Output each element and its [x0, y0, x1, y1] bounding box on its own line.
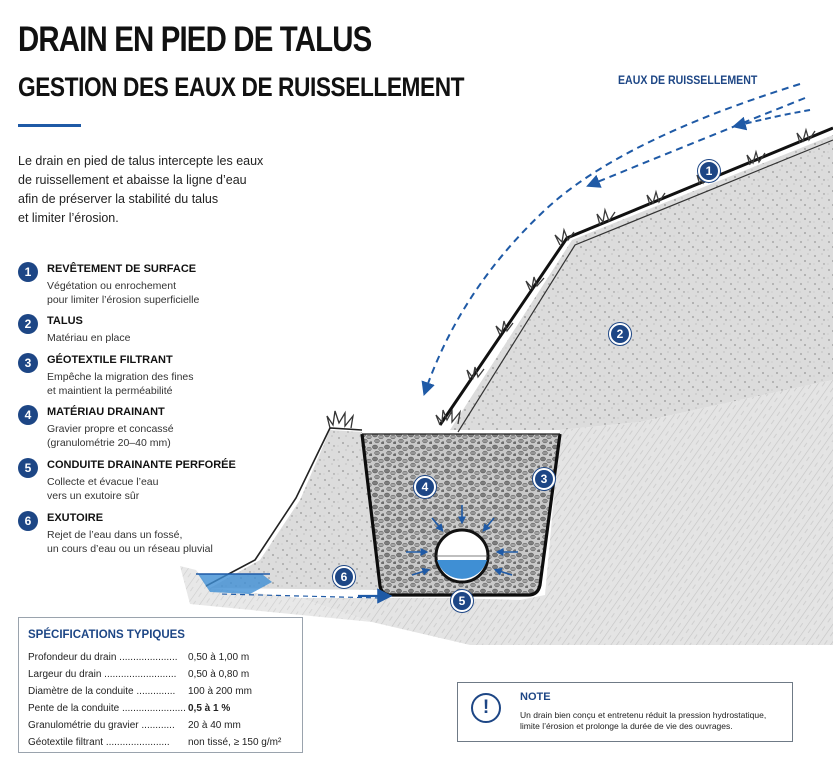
title-rule — [18, 124, 81, 127]
spec-value: 0,50 à 0,80 m — [188, 669, 250, 680]
page-subtitle: GESTION DES EAUX DE RUISSELLEMENT — [18, 72, 465, 102]
talus-body — [450, 135, 833, 430]
legend-desc-line: vers un exutoire sûr — [47, 490, 140, 502]
intro-text: Le drain en pied de talus intercepte les… — [18, 152, 298, 228]
pipe-inflow-arrows — [406, 505, 518, 576]
natural-ground — [300, 380, 833, 645]
legend-title: GÉOTEXTILE FILTRANT — [47, 354, 173, 366]
intro-line: afin de préserver la stabilité du talus — [18, 192, 219, 206]
legend-desc-line: et maintient la perméabilité — [47, 385, 173, 397]
legend-number: 6 — [18, 511, 38, 531]
intro-line: de ruissellement et abaisse la ligne d’e… — [18, 173, 247, 187]
intro-line: et limiter l’érosion. — [18, 211, 119, 225]
spec-label: Géotextile filtrant ....................… — [28, 737, 170, 748]
specs-box: SPÉCIFICATIONS TYPIQUES Profondeur du dr… — [18, 617, 303, 753]
spec-label: Granulométrie du gravier ............ — [28, 720, 175, 731]
intro-line: Le drain en pied de talus intercepte les… — [18, 154, 264, 168]
spec-value: non tissé, ≥ 150 g/m² — [188, 737, 282, 748]
left-berm-edge — [205, 427, 363, 587]
legend-number: 1 — [18, 262, 38, 282]
legend-desc-line: Végétation ou enrochement — [47, 280, 177, 292]
note-line: Un drain bien conçu et entretenu réduit … — [520, 710, 767, 720]
page-title: DRAIN EN PIED DE TALUS — [18, 20, 372, 59]
lower-ground-left — [180, 566, 372, 622]
specs-title: SPÉCIFICATIONS TYPIQUES — [28, 629, 185, 641]
diagram-badge-6: 6 — [333, 566, 355, 588]
legend-title: EXUTOIRE — [47, 512, 104, 524]
spec-label: Profondeur du drain ....................… — [28, 652, 178, 663]
legend-number: 2 — [18, 314, 38, 334]
legend-title: TALUS — [47, 315, 83, 327]
legend-desc-line: Collecte et évacue l’eau — [47, 476, 159, 488]
legend-desc: Matériau en place — [47, 331, 130, 345]
legend-desc-line: un cours d’eau ou un réseau pluvial — [47, 543, 213, 555]
note-text: Un drain bien conçu et entretenu réduit … — [520, 710, 788, 732]
legend-number: 3 — [18, 353, 38, 373]
talus-inner-line — [457, 139, 833, 433]
berm-grass — [326, 410, 355, 429]
legend-title: MATÉRIAU DRAINANT — [47, 406, 165, 418]
left-berm — [210, 430, 382, 590]
legend-desc-line: Matériau en place — [47, 332, 131, 344]
legend-number: 5 — [18, 458, 38, 478]
spec-label: Pente de la conduite ...................… — [28, 703, 186, 714]
legend-desc-line: pour limiter l’érosion superficielle — [47, 294, 200, 306]
legend-desc-line: Rejet de l’eau dans un fossé, — [47, 529, 183, 541]
legend-desc-line: Empêche la migration des fines — [47, 371, 194, 383]
note-line: limite l’érosion et prolonge la durée de… — [520, 721, 733, 731]
spec-value: 0,5 à 1 % — [188, 703, 231, 714]
legend-desc-line: (granulométrie 20–40 mm) — [47, 437, 171, 449]
drain-trench-gravel — [362, 434, 560, 595]
runoff-arrows — [421, 83, 811, 396]
diagram-badge-3: 3 — [533, 468, 555, 490]
spec-value: 0,50 à 1,00 m — [188, 652, 250, 663]
spec-value: 100 à 200 mm — [188, 686, 252, 697]
legend-title: REVÊTEMENT DE SURFACE — [47, 263, 197, 275]
legend-desc: Collecte et évacue l’eau vers un exutoir… — [47, 475, 159, 503]
spec-label: Largeur du drain .......................… — [28, 669, 177, 680]
ditch-water — [198, 574, 272, 594]
exclamation-icon: ! — [471, 693, 501, 723]
pipe-water — [437, 560, 487, 579]
diagram-badge-1: 1 — [698, 160, 720, 182]
legend-title: CONDUITE DRAINANTE PERFORÉE — [47, 459, 236, 471]
diagram-badge-4: 4 — [414, 476, 436, 498]
spec-value: 20 à 40 mm — [188, 720, 241, 731]
legend-desc: Empêche la migration des fines et mainti… — [47, 370, 194, 398]
legend-desc: Rejet de l’eau dans un fossé, un cours d… — [47, 528, 213, 556]
runoff-label: EAUX DE RUISSELLEMENT — [618, 75, 758, 87]
note-box: ! NOTE Un drain bien conçu et entretenu … — [457, 682, 793, 742]
note-title: NOTE — [520, 691, 551, 703]
diagram-badge-5: 5 — [451, 590, 473, 612]
legend-desc: Gravier propre et concassé (granulométri… — [47, 422, 174, 450]
legend-number: 4 — [18, 405, 38, 425]
legend-desc-line: Gravier propre et concassé — [47, 423, 174, 435]
legend-desc: Végétation ou enrochement pour limiter l… — [47, 279, 199, 307]
diagram-badge-2: 2 — [609, 323, 631, 345]
spec-label: Diamètre de la conduite .............. — [28, 686, 176, 697]
